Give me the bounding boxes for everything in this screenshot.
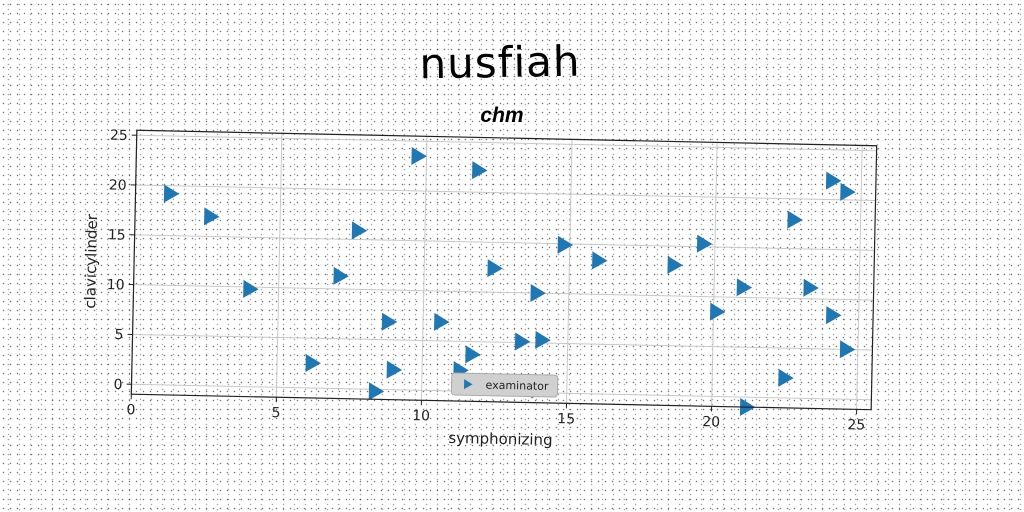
x-grid-line (275, 133, 283, 398)
data-point (243, 279, 259, 298)
data-point (839, 340, 856, 359)
data-point (803, 278, 819, 297)
data-point (465, 345, 481, 364)
data-point (696, 234, 713, 253)
data-point (840, 182, 856, 201)
x-tick-label: 25 (847, 417, 865, 433)
x-tick-label: 5 (271, 405, 280, 421)
data-point (351, 221, 368, 240)
plot-frame (130, 129, 878, 411)
x-grid-line (711, 142, 718, 407)
data-point (381, 312, 398, 331)
data-point (434, 312, 450, 331)
data-point (487, 259, 503, 278)
data-point (535, 330, 551, 349)
data-point (667, 255, 683, 274)
data-point (411, 146, 427, 165)
x-tick-label: 20 (702, 414, 720, 430)
y-tick-label: 5 (114, 327, 123, 343)
data-point (163, 184, 180, 203)
data-point (592, 251, 608, 270)
legend: examinator (450, 372, 559, 398)
x-grid-line (420, 136, 428, 401)
y-axis-label: clavicylinder (81, 213, 101, 309)
x-tick-label: 10 (412, 408, 430, 424)
data-point (709, 302, 726, 321)
y-grid-line (135, 184, 876, 202)
chart-subtitle: chm (480, 104, 524, 127)
legend-box (450, 372, 559, 398)
x-tick-label: 15 (557, 411, 575, 427)
legend-label: examinator (485, 379, 549, 393)
x-tick-label: 0 (126, 402, 135, 418)
x-axis-label: symphonizing (448, 429, 553, 449)
axis-ticks: 0 5 10 15 20 25 0 5 10 15 20 25 (107, 128, 866, 434)
plot-area: 0 5 10 15 20 25 0 5 10 15 20 25 symphonizing clavic… (81, 128, 878, 449)
data-point (778, 368, 794, 387)
y-grid-line (136, 134, 877, 152)
y-tick-label: 0 (113, 377, 122, 393)
data-point (825, 171, 842, 190)
data-point (736, 278, 753, 297)
data-point (472, 161, 488, 180)
y-grid-line (132, 333, 873, 351)
data-point (557, 235, 574, 254)
data-point (787, 210, 803, 229)
y-tick-label: 10 (107, 277, 125, 293)
y-grid-line (134, 234, 875, 251)
data-point (514, 332, 531, 351)
data-point (333, 266, 349, 285)
data-point (305, 353, 321, 372)
data-point (368, 382, 385, 401)
y-tick-label: 15 (108, 227, 126, 243)
y-tick-label: 25 (110, 128, 128, 144)
data-point (530, 283, 546, 302)
data-point (386, 360, 403, 379)
legend-marker-icon (463, 379, 473, 390)
grid-lines (130, 130, 877, 410)
y-grid-line (133, 284, 874, 301)
x-grid-line (566, 139, 573, 404)
data-point (204, 207, 220, 226)
x-grid-line (856, 145, 863, 410)
data-point (826, 306, 842, 325)
y-tick-label: 20 (109, 177, 127, 193)
